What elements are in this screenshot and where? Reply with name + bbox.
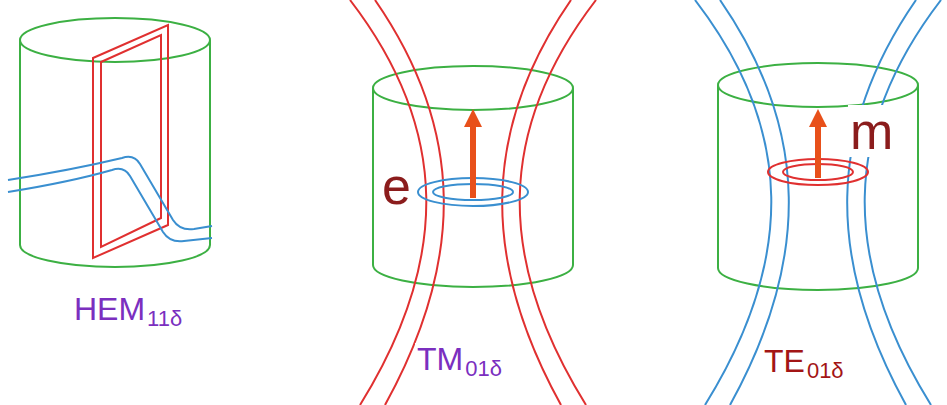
dielectric-cylinder [373, 66, 573, 287]
mode-subscript: 01δ [805, 360, 846, 382]
field-lines [8, 157, 212, 241]
dipole-label: m [848, 105, 895, 157]
mode-subscript: 11δ [145, 308, 184, 330]
mode-name: TE [762, 345, 807, 377]
mode-name: HEM [72, 293, 147, 325]
dielectric-cylinder [20, 18, 210, 267]
dipole-arrow [470, 118, 476, 198]
mode-subscript: 01δ [463, 358, 504, 380]
dielectric-cylinder [718, 63, 918, 290]
dipole-arrow [815, 118, 821, 178]
dipole-label: e [380, 160, 413, 212]
field-lines [350, 0, 596, 405]
field-lines [695, 0, 941, 405]
mode-name: TM [415, 343, 465, 375]
